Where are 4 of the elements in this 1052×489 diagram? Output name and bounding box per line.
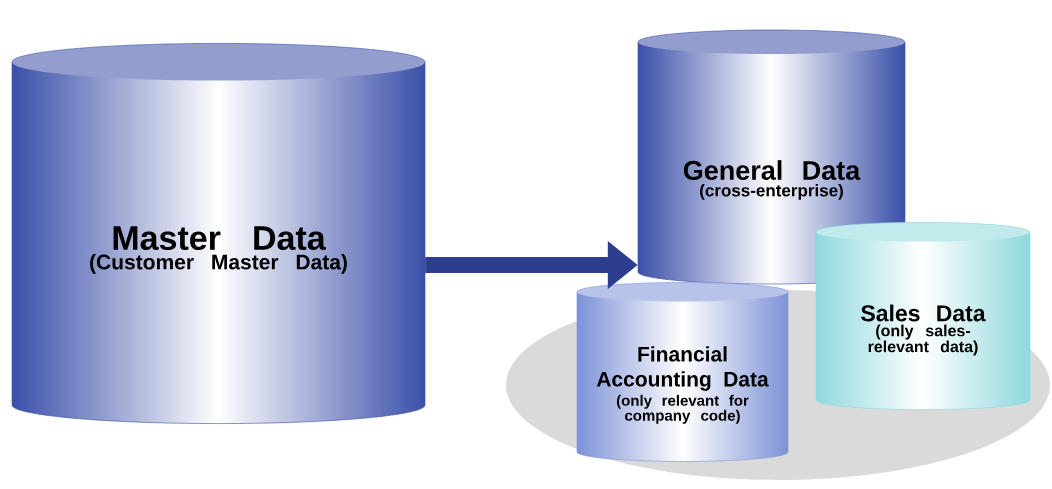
database-cylinder: Master Data (Customer Master Data) [11, 43, 426, 424]
database-cylinder: Financial Accounting Data (only relevant for company code) [576, 282, 789, 462]
database-cylinder: General Data (cross-enterprise) [637, 29, 906, 285]
database-cylinder: Sales Data (only sales-relevant data) [815, 222, 1031, 410]
